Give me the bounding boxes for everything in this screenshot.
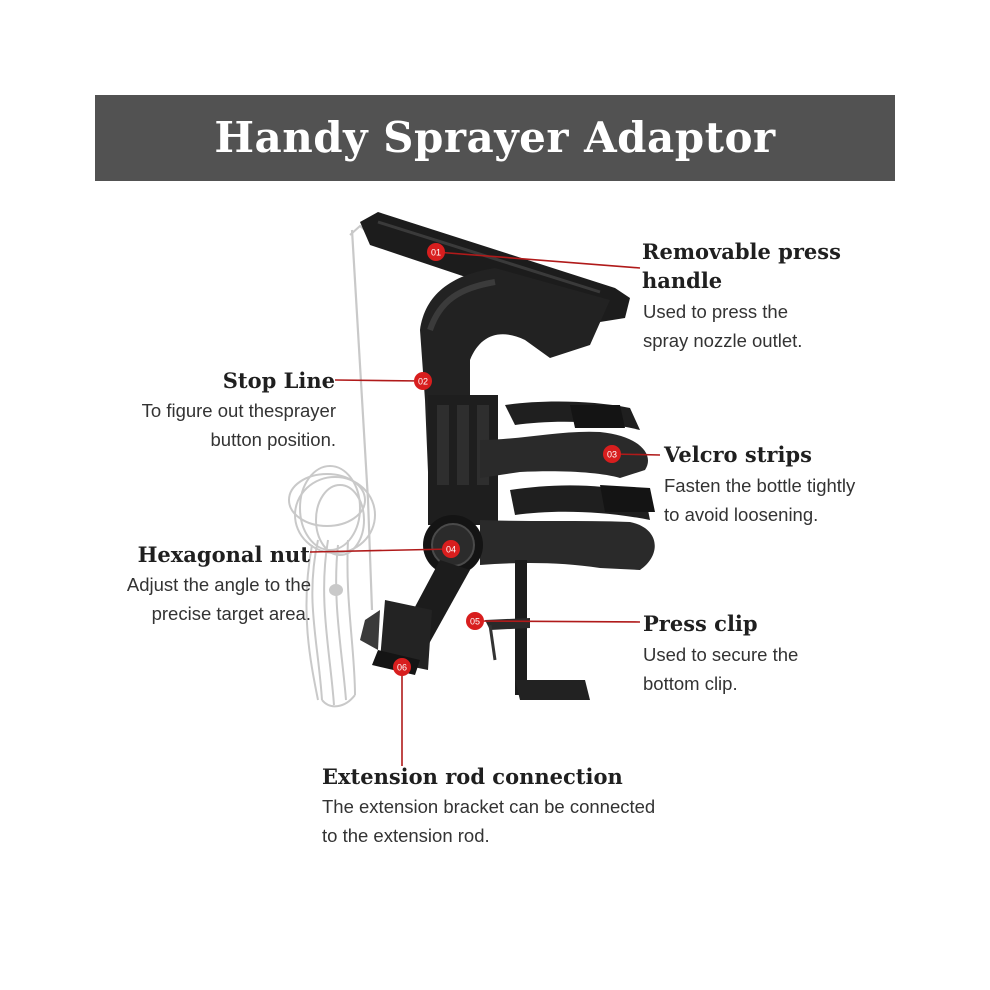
marker-01-label: 01 [431, 248, 441, 258]
callout-05-description-line-2: bottom clip. [643, 673, 738, 694]
callout-01-heading: Removable press handle [642, 237, 841, 295]
marker-05-label: 05 [470, 617, 480, 627]
marker-06: 06 [393, 658, 411, 676]
leader-lines [309, 251, 661, 766]
marker-03: 03 [603, 445, 621, 463]
callout-03-description: Fasten the bottle tightly to avoid loose… [664, 471, 855, 529]
callout-05-description-line-1: Used to secure the [643, 644, 799, 665]
callout-03-heading: Velcro strips [664, 440, 812, 469]
callout-06-heading: Extension rod connection [322, 762, 623, 791]
press-clip [485, 560, 590, 700]
callout-02-description-line-1: To figure out thesprayer [141, 400, 336, 421]
callout-01-description: Used to press the spray nozzle outlet. [643, 297, 802, 355]
callout-04-heading: Hexagonal nut [138, 540, 310, 569]
title-banner: Handy Sprayer Adaptor [95, 95, 895, 181]
marker-02: 02 [414, 372, 432, 390]
marker-06-label: 06 [397, 663, 407, 673]
velcro-strap-lower [480, 485, 655, 570]
callout-05-description: Used to secure the bottom clip. [643, 640, 798, 698]
callout-03-description-line-1: Fasten the bottle tightly [664, 475, 856, 496]
callout-06-description: The extension bracket can be connected t… [322, 792, 655, 850]
callout-markers: 01 02 03 04 05 06 [393, 243, 621, 676]
callout-06-description-line-2: to the extension rod. [322, 825, 490, 846]
page-title: Handy Sprayer Adaptor [214, 113, 776, 162]
callout-06-description-line-1: The extension bracket can be connected [322, 796, 656, 817]
callout-05-heading-line-1: Press clip [643, 611, 758, 636]
callout-04-description-line-2: precise target area. [151, 603, 311, 624]
callout-02-description-line-2: button position. [210, 429, 336, 450]
callout-03-description-line-2: to avoid loosening. [664, 504, 819, 525]
callout-02-heading: Stop Line [223, 366, 335, 395]
cord-coil [288, 224, 376, 708]
marker-05: 05 [466, 612, 484, 630]
callout-01-heading-line-2: handle [642, 268, 723, 293]
marker-02-label: 02 [418, 377, 428, 387]
callout-02-description: To figure out thesprayer button position… [142, 396, 336, 454]
callout-02-heading-line-1: Stop Line [222, 368, 335, 393]
callout-03-heading-line-1: Velcro strips [664, 442, 812, 467]
callout-06-heading-line-1: Extension rod connection [322, 764, 623, 789]
velcro-strap-upper [480, 401, 648, 478]
callout-01-description-line-1: Used to press the [643, 301, 788, 322]
callout-04-heading-line-1: Hexagonal nut [137, 542, 310, 567]
marker-01: 01 [427, 243, 445, 261]
callout-04-description-line-1: Adjust the angle to the [126, 574, 311, 595]
callout-01-heading-line-1: Removable press [642, 239, 841, 264]
marker-03-label: 03 [607, 450, 617, 460]
adaptor-body [360, 212, 655, 700]
callout-04-description: Adjust the angle to the precise target a… [127, 570, 311, 628]
callout-05-heading: Press clip [643, 609, 758, 638]
marker-04: 04 [442, 540, 460, 558]
callout-01-description-line-2: spray nozzle outlet. [643, 330, 803, 351]
marker-04-label: 04 [446, 545, 456, 555]
